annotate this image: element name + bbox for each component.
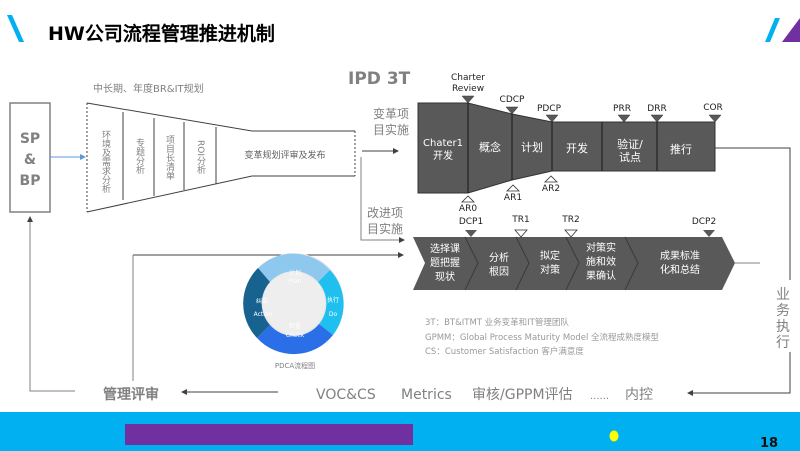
change-project-label-2: 目实施 <box>373 122 409 137</box>
funnel-stage-topic: 专题分析 <box>134 137 145 175</box>
improve-project-label-2: 目实施 <box>367 221 403 236</box>
item-internal-control: 内控 <box>625 387 653 403</box>
step-1-line-2: 题把握 <box>430 256 460 269</box>
note-gpmm: GPMM：Global Process Maturity Model 全流程成熟… <box>425 332 660 343</box>
phase-pilot: 试点 <box>619 151 641 164</box>
business-exec-2: 务 <box>776 303 790 319</box>
sp-label: SP <box>20 131 40 147</box>
milestone-ar1: AR1 <box>504 193 522 203</box>
change-project-label-1: 变革项 <box>373 106 409 121</box>
step-5-line-2: 化和总结 <box>660 263 700 276</box>
corner-purple-triangle-icon <box>782 18 800 42</box>
step-4-line-3: 果确认 <box>586 269 616 282</box>
step-3-line-2: 对策 <box>540 263 560 276</box>
pdca-check-en: Check <box>286 332 305 339</box>
milestone-cor: COR <box>703 103 723 113</box>
pdca-chain-shape <box>413 236 735 291</box>
footer-purple-bar <box>125 424 413 445</box>
business-exec-4: 行 <box>776 335 790 351</box>
business-exec-1: 业 <box>776 287 790 303</box>
funnel-caption: 中长期、年度BR&IT规划 <box>93 82 204 95</box>
planning-funnel <box>86 102 356 213</box>
footer-yellow-dot <box>609 430 619 442</box>
left-loop-arrow <box>27 216 75 392</box>
top-milestone-markers <box>461 95 722 123</box>
funnel-stage-roi: ROI分析 <box>195 140 206 175</box>
step-4-line-1: 对策实 <box>586 241 616 254</box>
step-3-line-1: 拟定 <box>540 249 560 262</box>
step-4-line-2: 施和效 <box>586 255 616 268</box>
milestone-drr: DRR <box>647 104 666 114</box>
phase-develop: 开发 <box>566 141 588 155</box>
phase-charter-dev: 开发 <box>433 149 453 162</box>
item-metrics: Metrics <box>401 387 452 403</box>
milestone-dcp1: DCP1 <box>459 217 483 227</box>
milestone-ar2: AR2 <box>542 184 560 194</box>
step-2-line-1: 分析 <box>489 251 509 264</box>
business-exec-3: 执 <box>776 319 790 335</box>
phase-charter: Chater1 <box>423 138 463 149</box>
milestone-tr2: TR2 <box>561 215 579 225</box>
amp-label: & <box>24 152 36 168</box>
pdca-milestone-markers <box>465 230 715 237</box>
funnel-output: 变革规划评审及发布 <box>244 149 325 161</box>
item-voc-cs: VOC&CS <box>316 387 376 403</box>
step-1-line-1: 选择课 <box>430 242 460 255</box>
note-3t: 3T：BT&ITMT 业务变革和IT管理团队 <box>425 317 569 328</box>
sp-bp-box <box>9 102 51 213</box>
ipd-process-shape <box>417 102 716 194</box>
page-number: 18 <box>760 436 778 451</box>
pdca-caption: PDCA流程图 <box>275 361 315 370</box>
milestone-tr1: TR1 <box>511 215 529 225</box>
pdca-do-en: Do <box>329 311 338 318</box>
bp-label: BP <box>20 173 41 189</box>
improve-project-label-1: 改进项 <box>367 206 403 220</box>
bottom-milestone-markers <box>461 175 558 203</box>
header-slash-icon <box>7 15 24 42</box>
pdca-plan-cn: 计划 <box>289 269 301 277</box>
ipd-3t-title: IPD 3T <box>348 69 411 89</box>
funnel-stage-env: 环境及需求分析 <box>100 130 111 194</box>
step-5-line-1: 成果标准 <box>660 250 700 262</box>
milestone-review: Review <box>452 84 484 94</box>
corner-blue-slash-icon <box>765 18 780 42</box>
pdca-action-en: Action <box>254 311 273 318</box>
funnel-stage-longlist: 项目长清单 <box>164 135 175 181</box>
milestone-charter: Charter <box>451 73 485 83</box>
milestone-prr: PRR <box>613 104 631 114</box>
right-loop-line-top <box>715 147 791 280</box>
pdca-cycle-diagram <box>243 253 344 355</box>
step-2-line-2: 根因 <box>489 265 509 278</box>
milestone-dcp2: DCP2 <box>692 217 716 227</box>
note-cs: CS：Customer Satisfaction 客户满意度 <box>425 346 584 357</box>
phase-rollout: 推行 <box>670 142 692 156</box>
phase-verify: 验证/ <box>617 137 643 151</box>
milestone-cdcp: CDCP <box>500 95 525 105</box>
phase-concept: 概念 <box>479 140 501 154</box>
funnel-stages: 环境及需求分析 专题分析 项目长清单 ROI分析 <box>100 130 206 194</box>
improve-project-arrow <box>360 157 405 243</box>
management-review-label: 管理评审 <box>103 386 159 403</box>
phase-plan: 计划 <box>521 141 543 154</box>
pdca-plan-en: Plan <box>289 278 302 285</box>
milestone-pdcp: PDCP <box>537 104 562 114</box>
milestone-ar0: AR0 <box>459 204 477 214</box>
step-1-line-3: 现状 <box>435 270 455 283</box>
pdca-action-cn: 纠正 <box>256 298 268 305</box>
pdca-do-cn: 执行 <box>327 296 339 304</box>
right-loop-line-bottom <box>687 352 791 396</box>
item-audit-gpmm: 审核/GPPM评估 <box>472 387 573 403</box>
pdca-check-cn: 检查 <box>289 322 301 330</box>
item-ellipsis: ...... <box>590 391 609 402</box>
page-title: HW公司流程管理推进机制 <box>48 22 275 45</box>
